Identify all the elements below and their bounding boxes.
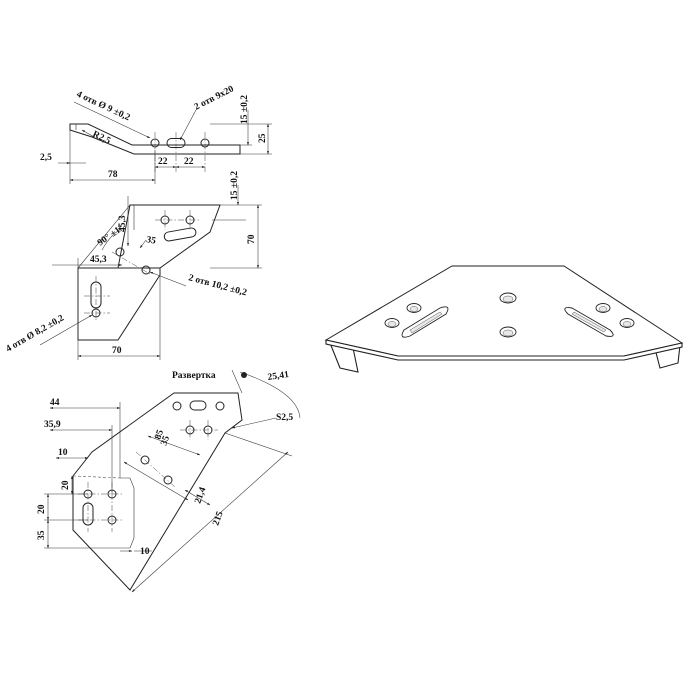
- side-lower-flange: [77, 267, 161, 341]
- flat-dim-214: 21,4: [193, 486, 208, 505]
- top-view: 4 отв Ø 9 ±0,2 2 отв 9х20 R2,5 2,5 15 ±0…: [40, 84, 272, 184]
- flat-dim-2541: 25,41: [267, 370, 290, 383]
- flat-dim-s25: S2,5: [276, 413, 293, 423]
- side-dim-15: 15 ±0,2: [230, 171, 240, 200]
- top-dim-78: 78: [108, 170, 118, 180]
- side-view: 15 ±0,2 70 90° ±1° 45,3 45,3 35 2 отв 10…: [5, 171, 262, 360]
- side-dim-70-vert: 70: [247, 234, 257, 244]
- flat-dim-35-diag: 35: [159, 434, 172, 447]
- side-slot-upper: [163, 227, 197, 242]
- side-holes-label: 4 отв Ø 8,2 ±0,2: [5, 313, 67, 354]
- flat-dim-85: 85: [153, 428, 166, 441]
- flat-hole-top-2: [215, 401, 225, 411]
- top-dim-22b: 22: [184, 157, 194, 167]
- flat-title: Развертка: [172, 371, 216, 381]
- flat-pattern-outline: [72, 392, 243, 591]
- side-hole-4: [141, 265, 151, 275]
- side-hole-3: [115, 247, 125, 257]
- flat-dim-35-left: 35: [37, 530, 47, 540]
- iso-plate-edge: [325, 339, 683, 361]
- flat-hole-top-1: [172, 401, 182, 411]
- top-dim-22a: 22: [158, 157, 168, 167]
- flat-hole-mid-4: [163, 475, 173, 485]
- top-thickness-label: 2,5: [40, 153, 52, 163]
- flat-dim-10-top: 10: [58, 448, 68, 458]
- isometric-view: [324, 265, 684, 373]
- flat-slot-top: [189, 400, 207, 411]
- side-dim-35: 35: [145, 235, 156, 247]
- side-dim-453-a: 45,3: [118, 215, 128, 232]
- flat-dim-215: 215: [211, 510, 225, 527]
- side-dim-70-horiz: 70: [112, 346, 122, 356]
- iso-plate-top: [324, 265, 684, 357]
- top-slots-label: 2 отв 9х20: [193, 84, 236, 113]
- side-slots-label: 2 отв 10,2 ±0,2: [187, 273, 248, 298]
- side-dim-453-b: 45,3: [90, 255, 107, 265]
- top-dim-15: 15 ±0,2: [240, 95, 250, 124]
- flat-dim-359: 35,9: [44, 420, 61, 430]
- side-upper-flange: [117, 204, 221, 269]
- flat-dim-20a: 20: [61, 480, 71, 490]
- flat-dim-20b: 20: [37, 504, 47, 514]
- top-dim-25: 25: [258, 133, 268, 143]
- flat-dim-44: 44: [50, 398, 60, 408]
- flat-dim-10-bottom: 10: [140, 547, 150, 557]
- flat-pattern: Развертка 25,41 S2,5 44 35,9 10 20 20 35…: [37, 369, 301, 593]
